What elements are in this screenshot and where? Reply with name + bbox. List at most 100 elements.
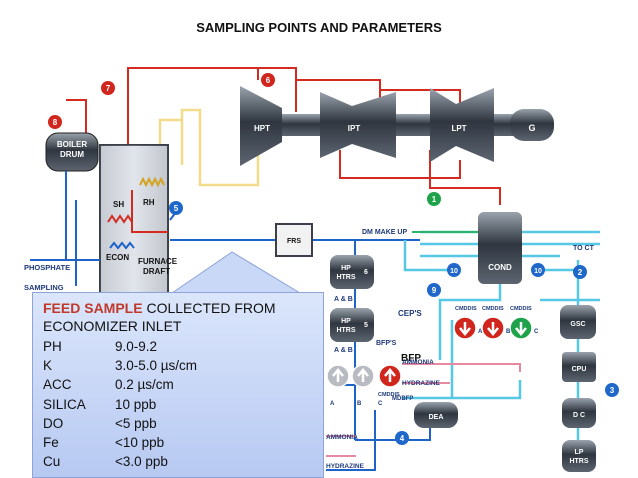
parameter-name: Cu	[43, 454, 61, 470]
cep-pump-b	[481, 316, 505, 340]
hydrazine-label-right: HYDRAZINE	[402, 380, 441, 387]
hp-heater-ab-label: A & B	[334, 296, 353, 303]
condensate-polishing-unit: CPU	[562, 352, 596, 382]
parameter-name: Fe	[43, 435, 59, 451]
boiler-drum: BOILER DRUM	[45, 132, 99, 172]
parameter-value: <3.0 ppb	[115, 454, 168, 470]
hp-heater-label: HP	[341, 265, 351, 272]
cep-b-cmddis: CMDDIS	[482, 306, 504, 312]
parameter-name: ACC	[43, 377, 72, 393]
hp-heater-label: HP	[341, 318, 351, 325]
hp-heater-number: 6	[364, 269, 368, 276]
cpu-label: CPU	[572, 366, 587, 373]
sampling-point-marker: 7	[101, 81, 115, 95]
hydrazine-label: HYDRAZINE	[326, 463, 365, 470]
boiler-drum-label-2: DRUM	[60, 150, 84, 159]
sampling-point-marker: 8	[48, 115, 62, 129]
furnace-label-2: DRAFT	[143, 267, 170, 276]
condenser-label: COND	[488, 263, 512, 272]
lp-heater-label-2: HTRS	[569, 458, 588, 465]
feed-sample-callout: FEED SAMPLE COLLECTED FROM ECONOMIZER IN…	[32, 292, 324, 478]
gland-steam-condenser: GSC	[560, 305, 596, 339]
parameter-row: Fe <10 ppb	[43, 433, 197, 452]
turbine-train: HPT IPT LPT G	[240, 86, 554, 166]
boiler	[99, 144, 169, 296]
generator-label: G	[528, 123, 535, 133]
mdbfp-label: MDBFP	[392, 396, 413, 402]
hp-heater-ab-label-2: A & B	[334, 347, 353, 354]
sampling-point-number: 1	[432, 195, 437, 204]
parameter-value: 9.0-9.2	[115, 339, 158, 355]
lp-turbine-label: LPT	[451, 124, 466, 133]
lp-heaters: LP HTRS	[562, 440, 596, 472]
sampling-label: SAMPLING	[24, 283, 64, 292]
parameter-name: PH	[43, 339, 62, 355]
sampling-point-number: 7	[106, 84, 111, 93]
ammonia-label-right: AMMONIA	[402, 359, 434, 366]
steam-lines	[66, 67, 501, 235]
sampling-point-number: 10	[450, 268, 458, 275]
hp-heater-label-2: HTRS	[336, 274, 355, 281]
parameter-row: SILICA 10 ppb	[43, 395, 197, 414]
phosphate-label: PHOSPHATE	[24, 263, 70, 272]
cep-pump-c	[509, 316, 533, 340]
sampling-point-number: 9	[432, 286, 437, 295]
parameter-value: 0.2 µs/cm	[115, 377, 174, 393]
callout-heading-highlight: FEED SAMPLE	[43, 300, 143, 316]
parameter-value: <5 ppb	[115, 415, 157, 431]
sampling-point-marker: 5	[169, 201, 183, 215]
hp-heater-label-2: HTRS	[336, 327, 355, 334]
sampling-point-number: 4	[400, 434, 405, 443]
superheater-label: SH	[113, 200, 124, 209]
sampling-point-number: 3	[610, 386, 615, 395]
deaerator-label: DEA	[429, 414, 444, 421]
hp-turbine-label: HPT	[254, 124, 270, 133]
dm-makeup-label: DM MAKE UP	[362, 229, 407, 236]
bfp-cmddis: CMDDIS	[378, 392, 400, 398]
parameter-row: DO<5 ppb	[43, 414, 197, 433]
sampling-point-marker: 2	[573, 265, 587, 279]
bfp-label: BFP	[401, 353, 421, 364]
boiler-drum-label: BOILER	[57, 140, 87, 149]
reheater-label: RH	[143, 198, 155, 207]
ip-turbine-label: IPT	[348, 124, 361, 133]
sampling-point-number: 2	[578, 268, 583, 277]
parameter-name: SILICA	[43, 396, 86, 412]
dc-label: D C	[573, 412, 585, 419]
cep-pump-a	[453, 316, 477, 340]
hp-heater-number: 5	[364, 322, 368, 329]
sampling-point-marker: 3	[605, 383, 619, 397]
parameter-row: ACC 0.2 µs/cm	[43, 375, 197, 394]
cep-c-label: C	[534, 329, 539, 335]
callout-heading: FEED SAMPLE COLLECTED FROM	[43, 299, 313, 317]
callout-heading-rest: COLLECTED FROM	[142, 300, 276, 316]
bfp-pump-a	[326, 364, 350, 388]
parameter-value: 10 ppb	[115, 396, 157, 412]
parameter-value: 3.0-5.0 µs/cm	[115, 358, 198, 374]
parameter-value: <10 ppb	[115, 435, 165, 451]
sampling-point-marker: 1	[427, 192, 441, 206]
chemical-lines	[326, 363, 521, 457]
lp-heater-label: LP	[575, 449, 584, 456]
deaerator: DEA	[414, 402, 458, 428]
frs-label: FRS	[287, 238, 301, 245]
sampling-point-number: 6	[266, 76, 271, 85]
frs-station: FRS	[275, 223, 313, 257]
cep-b-label: B	[506, 329, 511, 335]
sampling-point-marker: 10	[447, 263, 461, 277]
gsc-label: GSC	[570, 321, 585, 328]
cep-a-cmddis: CMDDIS	[455, 306, 477, 312]
sampling-point-marker: 9	[427, 283, 441, 297]
page-title: SAMPLING POINTS AND PARAMETERS	[196, 20, 442, 35]
sampling-point-number: 5	[174, 204, 179, 213]
hp-heater-6: HP HTRS 6	[330, 255, 374, 289]
bfps-label: BFP'S	[376, 340, 397, 347]
bfp-pump-c	[378, 364, 402, 388]
sampling-point-number: 10	[534, 268, 542, 275]
sampling-point-marker: 10	[531, 263, 545, 277]
condenser: COND	[478, 212, 522, 284]
economizer-label: ECON	[106, 253, 129, 262]
callout-pointer	[170, 251, 302, 294]
